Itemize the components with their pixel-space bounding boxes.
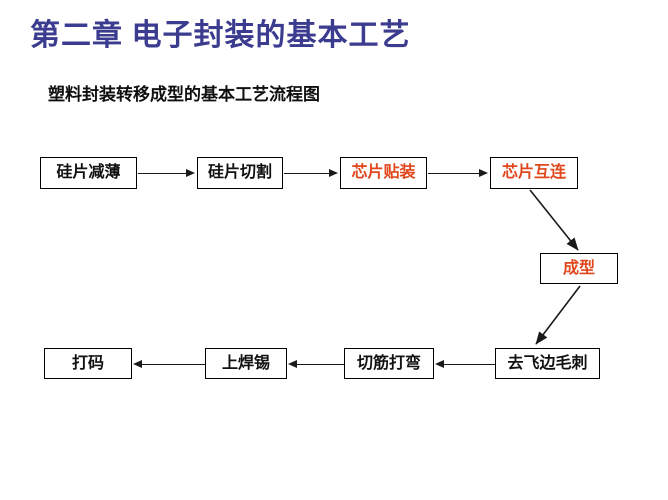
- flow-node-n6[interactable]: 去飞边毛刺: [495, 348, 600, 379]
- flow-node-n9[interactable]: 打码: [44, 348, 132, 379]
- page-title: 第二章 电子封装的基本工艺: [30, 19, 411, 52]
- flow-edge-n3-n4: [428, 173, 479, 174]
- flow-node-n4[interactable]: 芯片互连: [490, 157, 578, 189]
- flow-edge-n4-n5: [529, 189, 579, 251]
- arrow-head-left-icon: [435, 359, 444, 368]
- flow-node-n5[interactable]: 成型: [540, 253, 618, 284]
- page-subtitle: 塑料封装转移成型的基本工艺流程图: [48, 85, 320, 104]
- flow-edge-n6-n7: [444, 364, 495, 365]
- arrow-head-left-icon: [288, 359, 297, 368]
- flow-edge-n7-n8: [297, 364, 344, 365]
- flow-edge-n2-n3: [284, 173, 329, 174]
- arrow-head-left-icon: [133, 359, 142, 368]
- arrow-head-right-icon: [479, 168, 488, 177]
- arrow-head-right-icon: [186, 168, 195, 177]
- flow-node-n3[interactable]: 芯片贴装: [340, 157, 427, 189]
- flow-node-n7[interactable]: 切筋打弯: [344, 348, 434, 379]
- flow-edge-n1-n2: [138, 173, 186, 174]
- arrow-head-right-icon: [329, 168, 338, 177]
- flow-node-n2[interactable]: 硅片切割: [197, 157, 283, 189]
- flow-edge-n8-n9: [142, 364, 205, 365]
- flow-node-n1[interactable]: 硅片减薄: [40, 157, 137, 189]
- flow-node-n8[interactable]: 上焊锡: [205, 348, 287, 379]
- flow-edge-n5-n6: [535, 285, 581, 345]
